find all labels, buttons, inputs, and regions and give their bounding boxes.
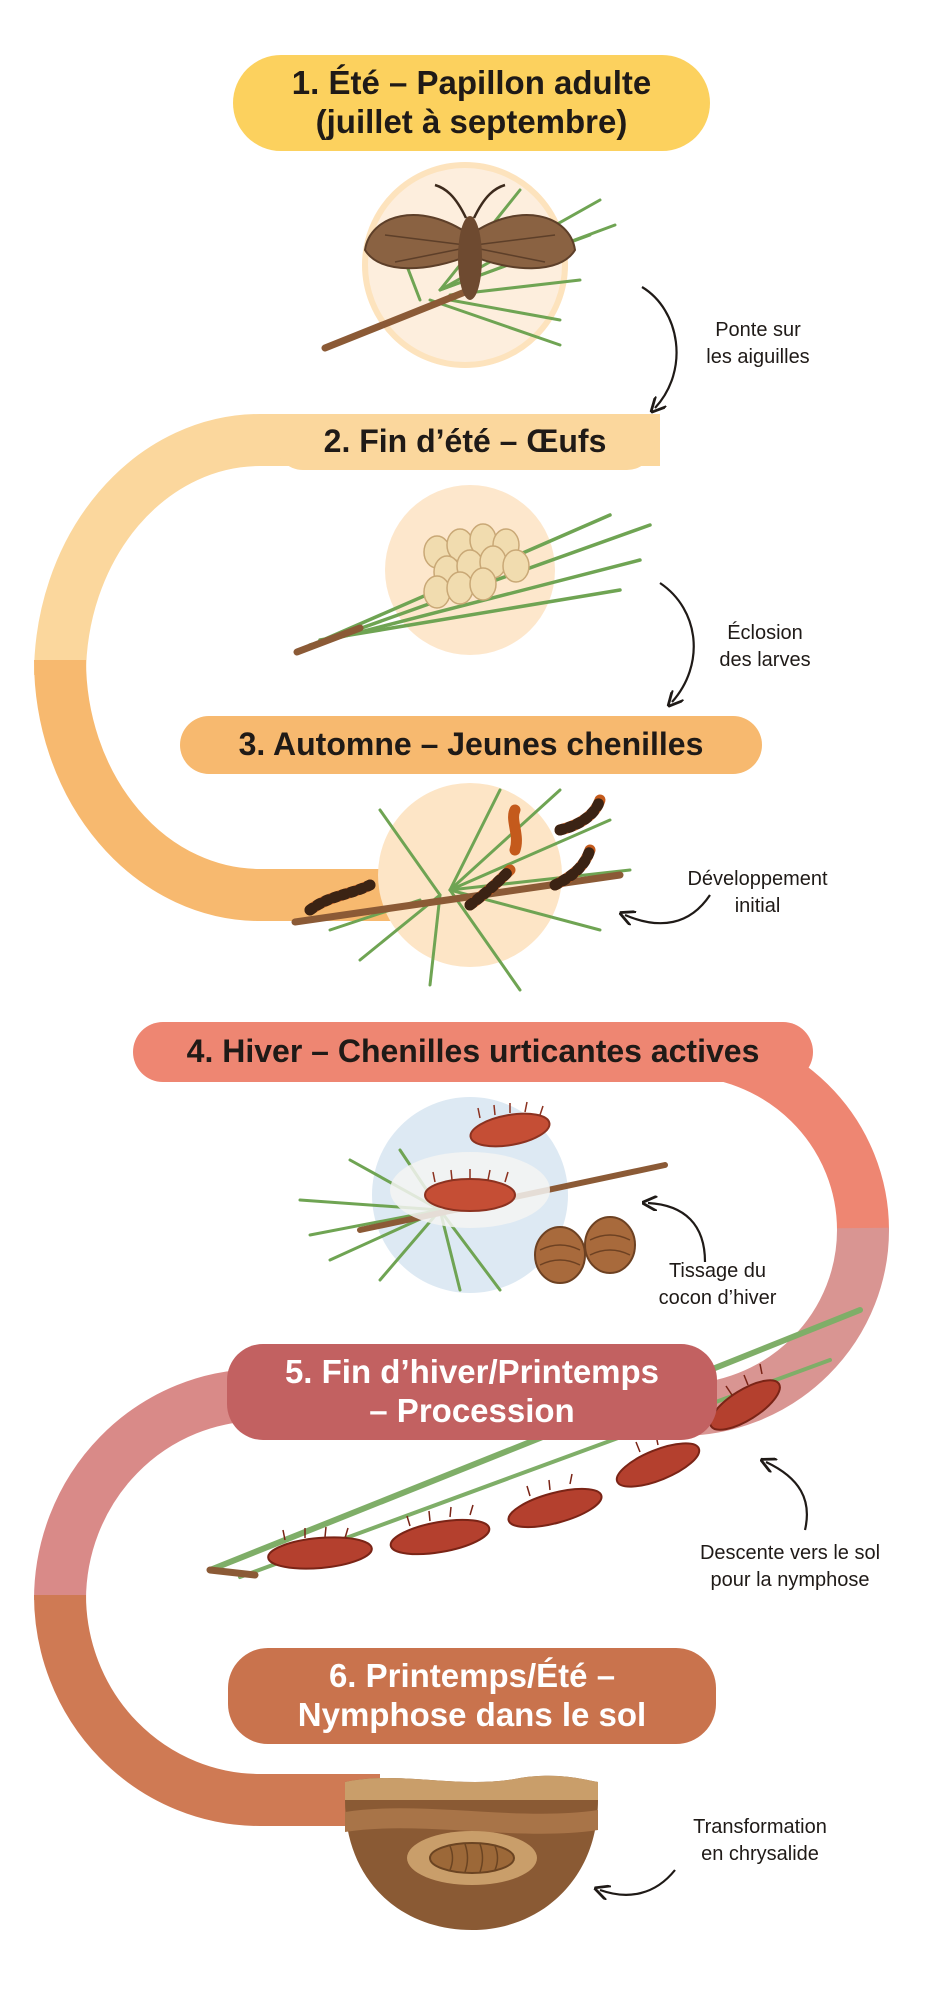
stage-5-label: 5. Fin d’hiver/Printemps – Procession (227, 1344, 717, 1440)
note-4-line2: cocon d’hiver (658, 1287, 777, 1309)
note-descent: Descente vers le sol pour la nymphose (670, 1540, 910, 1594)
note-6-line2: en chrysalide (701, 1843, 819, 1865)
note-1-line1: Ponte sur (715, 319, 801, 341)
stage-6-title-line1: 6. Printemps/Été – (328, 1657, 616, 1695)
transition-arrows (600, 286, 808, 1895)
note-winter-nest: Tissage du cocon d’hiver (630, 1258, 805, 1312)
note-5-line2: pour la nymphose (710, 1569, 870, 1591)
stage-2-label: 2. Fin d’été – Œufs (275, 414, 655, 470)
stage-4-label: 4. Hiver – Chenilles urticantes actives (133, 1022, 813, 1082)
stage-3-title: 3. Automne – Jeunes chenilles (238, 726, 704, 763)
note-3-line2: initial (734, 895, 781, 917)
note-initial-development: Développement initial (650, 866, 865, 920)
procession-illustration (206, 1307, 863, 1579)
winter-nest-illustration (298, 1097, 668, 1293)
moth-on-pine-illustration (321, 162, 617, 368)
stage-5-title-line2: – Procession (369, 1392, 575, 1429)
note-6-line1: Transformation (693, 1816, 827, 1838)
note-4-line1: Tissage du (668, 1260, 767, 1282)
note-hatching: Éclosion des larves (680, 620, 850, 674)
young-caterpillars-illustration (291, 783, 632, 992)
stage-5-title-line1: 5. Fin d’hiver/Printemps (284, 1353, 660, 1391)
stage-1-label: 1. Été – Papillon adulte (juillet à sept… (233, 55, 710, 151)
note-egg-laying: Ponte sur les aiguilles (668, 317, 848, 371)
note-3-line1: Développement (687, 868, 828, 890)
note-chrysalis: Transformation en chrysalide (660, 1814, 860, 1868)
stage-2-title: 2. Fin d’été – Œufs (323, 423, 607, 460)
note-2-line1: Éclosion (727, 622, 803, 644)
stage-6-label: 6. Printemps/Été – Nymphose dans le sol (228, 1648, 716, 1744)
stage-1-title-line1: 1. Été – Papillon adulte (291, 64, 652, 102)
stage-6-title-line2: Nymphose dans le sol (297, 1696, 647, 1733)
stage-3-label: 3. Automne – Jeunes chenilles (180, 716, 762, 774)
note-2-line2: des larves (719, 649, 811, 671)
stage-4-title: 4. Hiver – Chenilles urticantes actives (186, 1033, 760, 1070)
note-5-line1: Descente vers le sol (699, 1542, 881, 1564)
chrysalis-soil-illustration (345, 1775, 598, 1930)
note-1-line2: les aiguilles (706, 346, 810, 368)
stage-1-title-line2: (juillet à septembre) (315, 103, 628, 140)
egg-cluster-illustration (293, 485, 652, 656)
